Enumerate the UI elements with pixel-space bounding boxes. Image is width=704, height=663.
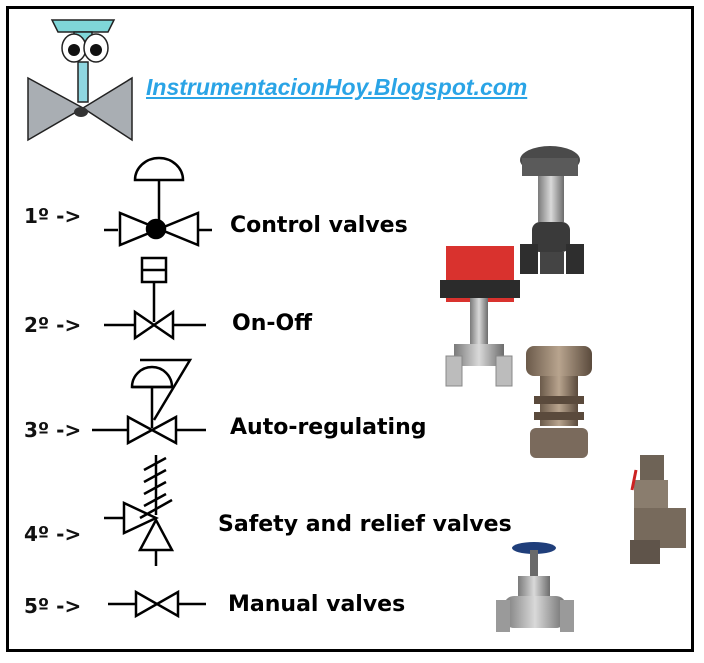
row-2-label: On-Off — [232, 311, 313, 336]
valve-mascot-icon — [27, 19, 133, 142]
row-2-order: 2º -> — [24, 313, 82, 337]
row-4-order: 4º -> — [24, 522, 82, 546]
row-4-label: Safety and relief valves — [218, 512, 512, 537]
row-1-label: Control valves — [230, 213, 408, 238]
row-1-order: 1º -> — [24, 204, 82, 228]
manual-valve-photo — [496, 542, 574, 632]
manual-valve-symbol — [108, 589, 206, 619]
control-valve-symbol — [104, 156, 212, 247]
control-valve-photo — [520, 146, 584, 274]
row-3-order: 3º -> — [24, 418, 82, 442]
on-off-valve-photo — [440, 246, 520, 387]
row-3-label: Auto-regulating — [230, 415, 427, 440]
safety-relief-valve-symbol — [104, 455, 175, 566]
self-regulating-valve-photo — [526, 346, 592, 458]
self-regulating-valve-symbol — [92, 358, 206, 446]
row-5-label: Manual valves — [228, 592, 406, 617]
row-5-order: 5º -> — [24, 594, 82, 618]
safety-relief-valve-photo — [630, 455, 686, 564]
on-off-valve-symbol — [104, 256, 206, 341]
blog-url-title[interactable]: InstrumentacionHoy.Blogspot.com — [146, 74, 528, 100]
